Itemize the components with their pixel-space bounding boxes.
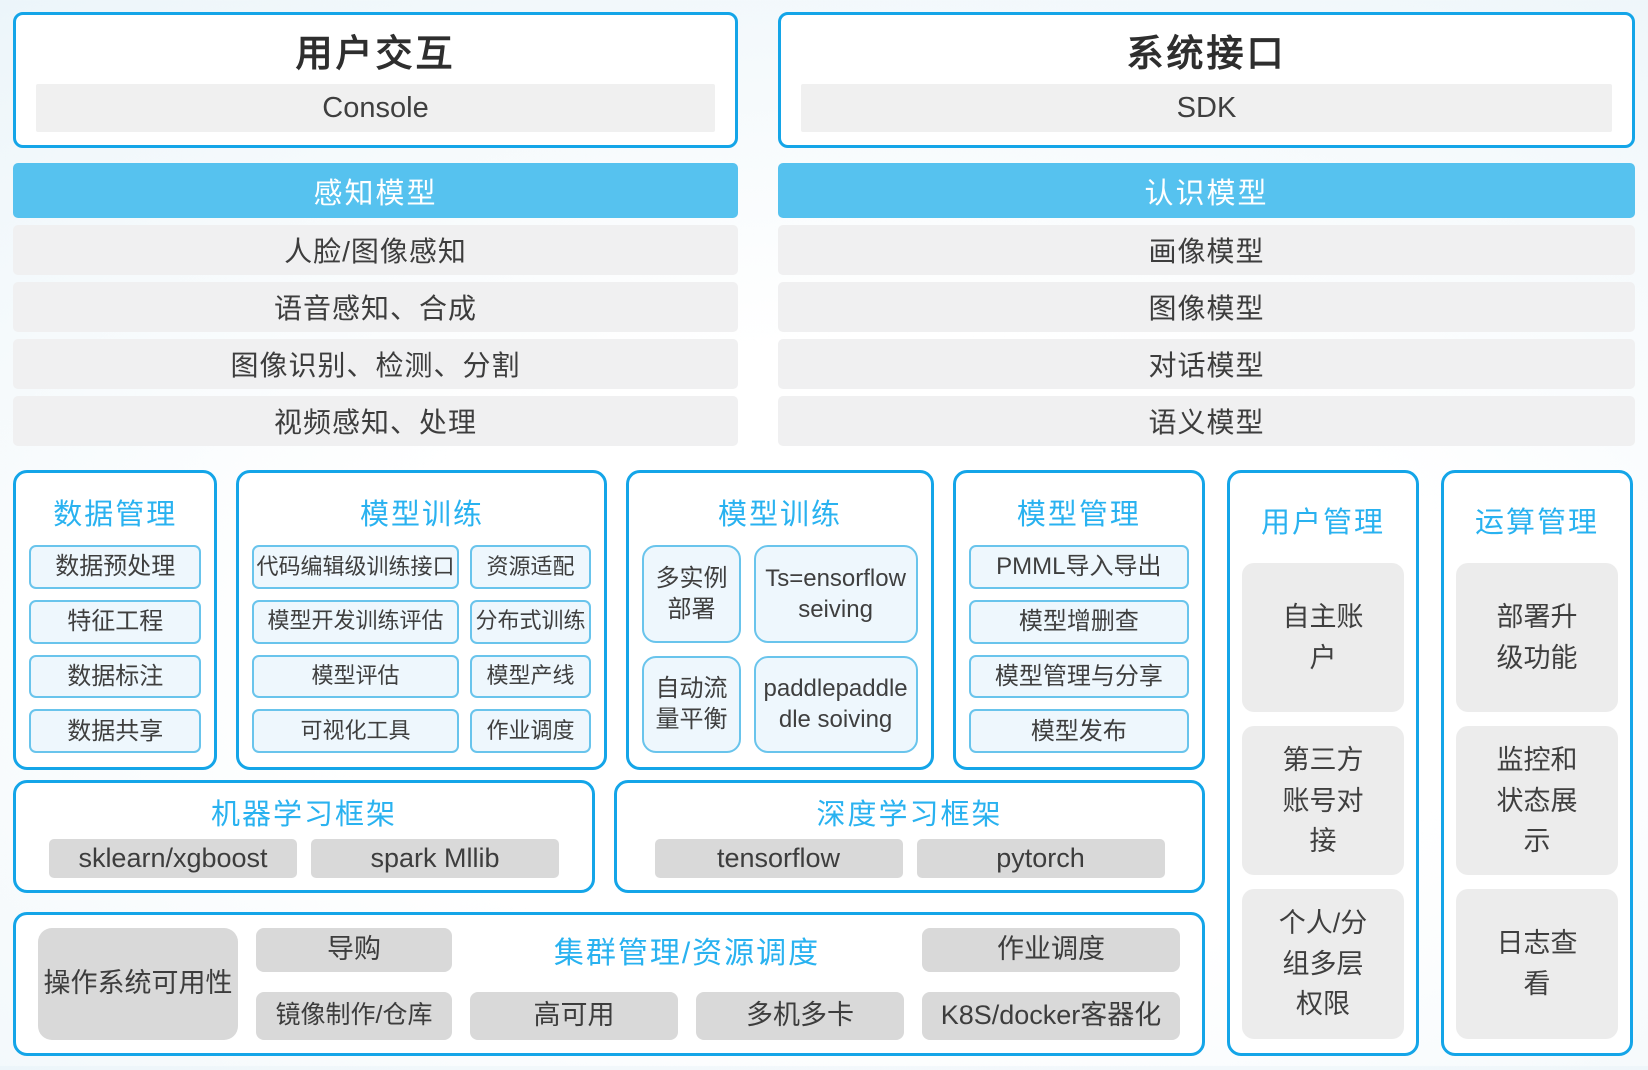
dl-framework-title: 深度学习框架 xyxy=(816,799,1003,831)
cell-spark-mllib: spark Mllib xyxy=(311,839,559,878)
cell-model-evaluation: 模型评估 xyxy=(252,654,459,699)
cognition-row-profile-model: 画像模型 xyxy=(778,225,1635,275)
cell-monitoring-status: 监控和状态展示 xyxy=(1456,726,1618,876)
cell-multi-instance-deploy: 多实例部署 xyxy=(642,545,741,643)
cell-model-manage-share: 模型管理与分享 xyxy=(968,654,1189,699)
model-band-row: 感知模型 人脸/图像感知 语音感知、合成 图像识别、检测、分割 视频感知、处理 … xyxy=(13,148,1635,446)
cell-log-viewing: 日志查看 xyxy=(1456,889,1618,1039)
model-training-box-2: 模型训练 多实例部署 Ts=ensorflow seiving 自动流量平衡 p… xyxy=(626,470,934,770)
cell-data-sharing: 数据共享 xyxy=(29,709,202,753)
user-management-title: 用户管理 xyxy=(1260,507,1385,539)
cell-pytorch: pytorch xyxy=(916,839,1165,878)
cell-feature-engineering: 特征工程 xyxy=(29,599,202,644)
data-management-title: 数据管理 xyxy=(53,499,178,531)
cluster-row: 操作系统可用性 导购 集群管理/资源调度 作业调度 镜像制作/仓库 高可用 多机… xyxy=(13,912,1205,1056)
cell-k8s-docker: K8S/docker客器化 xyxy=(922,992,1180,1040)
cell-deploy-upgrade: 部署升级功能 xyxy=(1456,563,1618,713)
model-training-1-title: 模型训练 xyxy=(359,499,484,531)
console-bar: Console xyxy=(36,84,715,132)
middle-box-row: 数据管理 数据预处理 特征工程 数据标注 数据共享 模型训练 代码编辑级训练接口… xyxy=(13,470,1205,770)
framework-row: 机器学习框架 sklearn/xgboost spark Mllib 深度学习框… xyxy=(13,780,1205,893)
ml-framework-title: 机器学习框架 xyxy=(210,799,397,831)
top-panel-row: 用户交互 Console 系统接口 SDK xyxy=(13,12,1635,148)
cell-resource-adaptation: 资源适配 xyxy=(469,545,592,589)
cluster-management-title: 集群管理/资源调度 xyxy=(553,937,821,970)
cell-model-publish: 模型发布 xyxy=(968,709,1189,753)
cell-third-party-account: 第三方账号对接 xyxy=(1242,726,1404,876)
cell-data-labeling: 数据标注 xyxy=(29,654,202,699)
model-management-box: 模型管理 PMML导入导出 模型增删查 模型管理与分享 模型发布 xyxy=(952,470,1205,770)
data-management-box: 数据管理 数据预处理 特征工程 数据标注 数据共享 xyxy=(13,470,218,770)
cognition-row-semantic-model: 语义模型 xyxy=(778,396,1635,446)
cell-high-availability: 高可用 xyxy=(470,992,678,1040)
ml-framework-box: 机器学习框架 sklearn/xgboost spark Mllib xyxy=(13,780,595,893)
model-training-2-cells: 多实例部署 Ts=ensorflow seiving 自动流量平衡 paddle… xyxy=(642,545,918,753)
cell-model-dev-training-eval: 模型开发训练评估 xyxy=(252,599,459,644)
operation-management-title: 运算管理 xyxy=(1474,507,1599,539)
cell-multi-machine-multi-card: 多机多卡 xyxy=(696,992,904,1040)
cognition-row-image-model: 图像模型 xyxy=(778,282,1635,332)
cell-tensorflow: tensorflow xyxy=(654,839,903,878)
main-area: 数据管理 数据预处理 特征工程 数据标注 数据共享 模型训练 代码编辑级训练接口… xyxy=(13,470,1635,1070)
cell-tensorflow-serving: Ts=ensorflow seiving xyxy=(753,545,918,643)
perception-row-speech: 语音感知、合成 xyxy=(13,282,738,332)
main-left-group: 数据管理 数据预处理 特征工程 数据标注 数据共享 模型训练 代码编辑级训练接口… xyxy=(13,470,1205,1056)
cell-paddlepaddle-serving: paddlepaddle dle soiving xyxy=(753,655,918,753)
cell-job-scheduling-cluster: 作业调度 xyxy=(922,928,1180,972)
cell-model-crud: 模型增删查 xyxy=(968,599,1189,644)
cell-job-scheduling: 作业调度 xyxy=(469,709,592,753)
perception-model-column: 感知模型 人脸/图像感知 语音感知、合成 图像识别、检测、分割 视频感知、处理 xyxy=(13,148,738,446)
model-management-cells: PMML导入导出 模型增删查 模型管理与分享 模型发布 xyxy=(968,545,1189,753)
model-management-title: 模型管理 xyxy=(1016,499,1141,531)
cluster-management-box: 操作系统可用性 导购 集群管理/资源调度 作业调度 镜像制作/仓库 高可用 多机… xyxy=(13,912,1205,1056)
perception-row-video: 视频感知、处理 xyxy=(13,396,738,446)
user-management-box: 用户管理 自主账户 第三方账号对接 个人/分组多层权限 xyxy=(1227,470,1419,1056)
user-interaction-title: 用户交互 xyxy=(295,33,456,74)
cognition-model-column: 认识模型 画像模型 图像模型 对话模型 语义模型 xyxy=(778,148,1635,446)
model-training-1-cells: 代码编辑级训练接口 资源适配 模型开发训练评估 分布式训练 模型评估 模型产线 … xyxy=(252,545,592,753)
cell-sklearn-xgboost: sklearn/xgboost xyxy=(49,839,297,878)
model-training-2-title: 模型训练 xyxy=(718,499,843,531)
perception-row-face-image: 人脸/图像感知 xyxy=(13,225,738,275)
data-management-cells: 数据预处理 特征工程 数据标注 数据共享 xyxy=(29,545,202,753)
panel-system-interface: 系统接口 SDK xyxy=(778,12,1635,148)
perception-model-band: 感知模型 xyxy=(13,163,738,218)
cell-visualization-tools: 可视化工具 xyxy=(252,709,459,753)
cell-self-account: 自主账户 xyxy=(1242,563,1404,713)
cognition-row-dialog-model: 对话模型 xyxy=(778,339,1635,389)
cell-image-build-registry: 镜像制作/仓库 xyxy=(256,992,452,1040)
model-training-box-1: 模型训练 代码编辑级训练接口 资源适配 模型开发训练评估 分布式训练 模型评估 … xyxy=(236,470,608,770)
ml-framework-cells: sklearn/xgboost spark Mllib xyxy=(28,839,580,878)
dl-framework-cells: tensorflow pytorch xyxy=(629,839,1190,878)
cell-os-availability: 操作系统可用性 xyxy=(38,928,238,1040)
cell-model-pipeline: 模型产线 xyxy=(469,654,592,699)
sdk-bar: SDK xyxy=(801,84,1612,132)
panel-user-interaction: 用户交互 Console xyxy=(13,12,738,148)
dl-framework-box: 深度学习框架 tensorflow pytorch xyxy=(614,780,1205,893)
operation-management-box: 运算管理 部署升级功能 监控和状态展示 日志查看 xyxy=(1441,470,1633,1056)
cell-data-preprocessing: 数据预处理 xyxy=(29,545,202,589)
cell-auto-traffic-balance: 自动流量平衡 xyxy=(642,655,741,753)
cell-distributed-training: 分布式训练 xyxy=(469,599,592,644)
cognition-model-band: 认识模型 xyxy=(778,163,1635,218)
cell-pmml-import-export: PMML导入导出 xyxy=(968,545,1189,589)
system-interface-title: 系统接口 xyxy=(1126,33,1287,74)
cell-personal-group-permissions: 个人/分组多层权限 xyxy=(1242,889,1404,1039)
cell-code-training-interface: 代码编辑级训练接口 xyxy=(252,545,459,589)
perception-row-image-recognition: 图像识别、检测、分割 xyxy=(13,339,738,389)
cell-guide: 导购 xyxy=(256,928,452,972)
